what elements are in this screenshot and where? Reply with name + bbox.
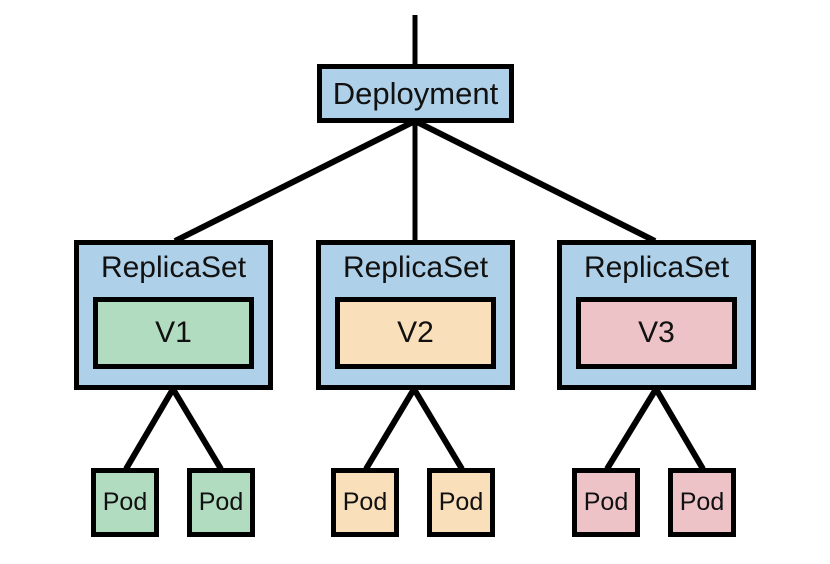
node-replicaset-3[interactable]: ReplicaSet V3 [557,240,756,390]
node-pod-5[interactable]: Pod [572,468,640,537]
edge-deployment-to-replicaset-3 [413,118,657,244]
node-replicaset-2-version: V2 [335,297,496,369]
node-pod-1-label: Pod [102,488,148,516]
node-pod-5-label: Pod [583,488,629,516]
edge-replicaset-3-to-pod-5 [604,387,659,471]
node-deployment-label: Deployment [332,76,499,111]
node-deployment[interactable]: Deployment [317,64,514,123]
node-replicaset-3-version: V3 [576,297,737,369]
node-pod-3-label: Pod [342,488,388,516]
edge-replicaset-2-to-pod-3 [363,387,417,471]
edge-replicaset-1-to-pod-2 [170,387,224,471]
node-pod-2[interactable]: Pod [187,468,255,537]
node-replicaset-2-label: ReplicaSet [342,251,489,284]
edge-replicaset-1-to-pod-1 [123,387,176,471]
node-pod-4[interactable]: Pod [427,468,495,537]
node-pod-2-label: Pod [198,488,244,516]
node-pod-1[interactable]: Pod [91,468,159,537]
node-pod-6[interactable]: Pod [668,468,736,537]
node-replicaset-1-label: ReplicaSet [100,251,247,284]
node-pod-3[interactable]: Pod [331,468,399,537]
node-replicaset-1[interactable]: ReplicaSet V1 [74,240,273,390]
node-replicaset-3-label: ReplicaSet [583,251,730,284]
edge-deployment-to-replicaset-1 [173,118,417,244]
node-replicaset-2[interactable]: ReplicaSet V2 [316,240,515,390]
edge-replicaset-3-to-pod-6 [653,387,706,471]
node-pod-6-label: Pod [679,488,725,516]
node-replicaset-1-version: V1 [93,297,254,369]
node-pod-4-label: Pod [438,488,484,516]
edge-replicaset-2-to-pod-4 [411,387,465,471]
